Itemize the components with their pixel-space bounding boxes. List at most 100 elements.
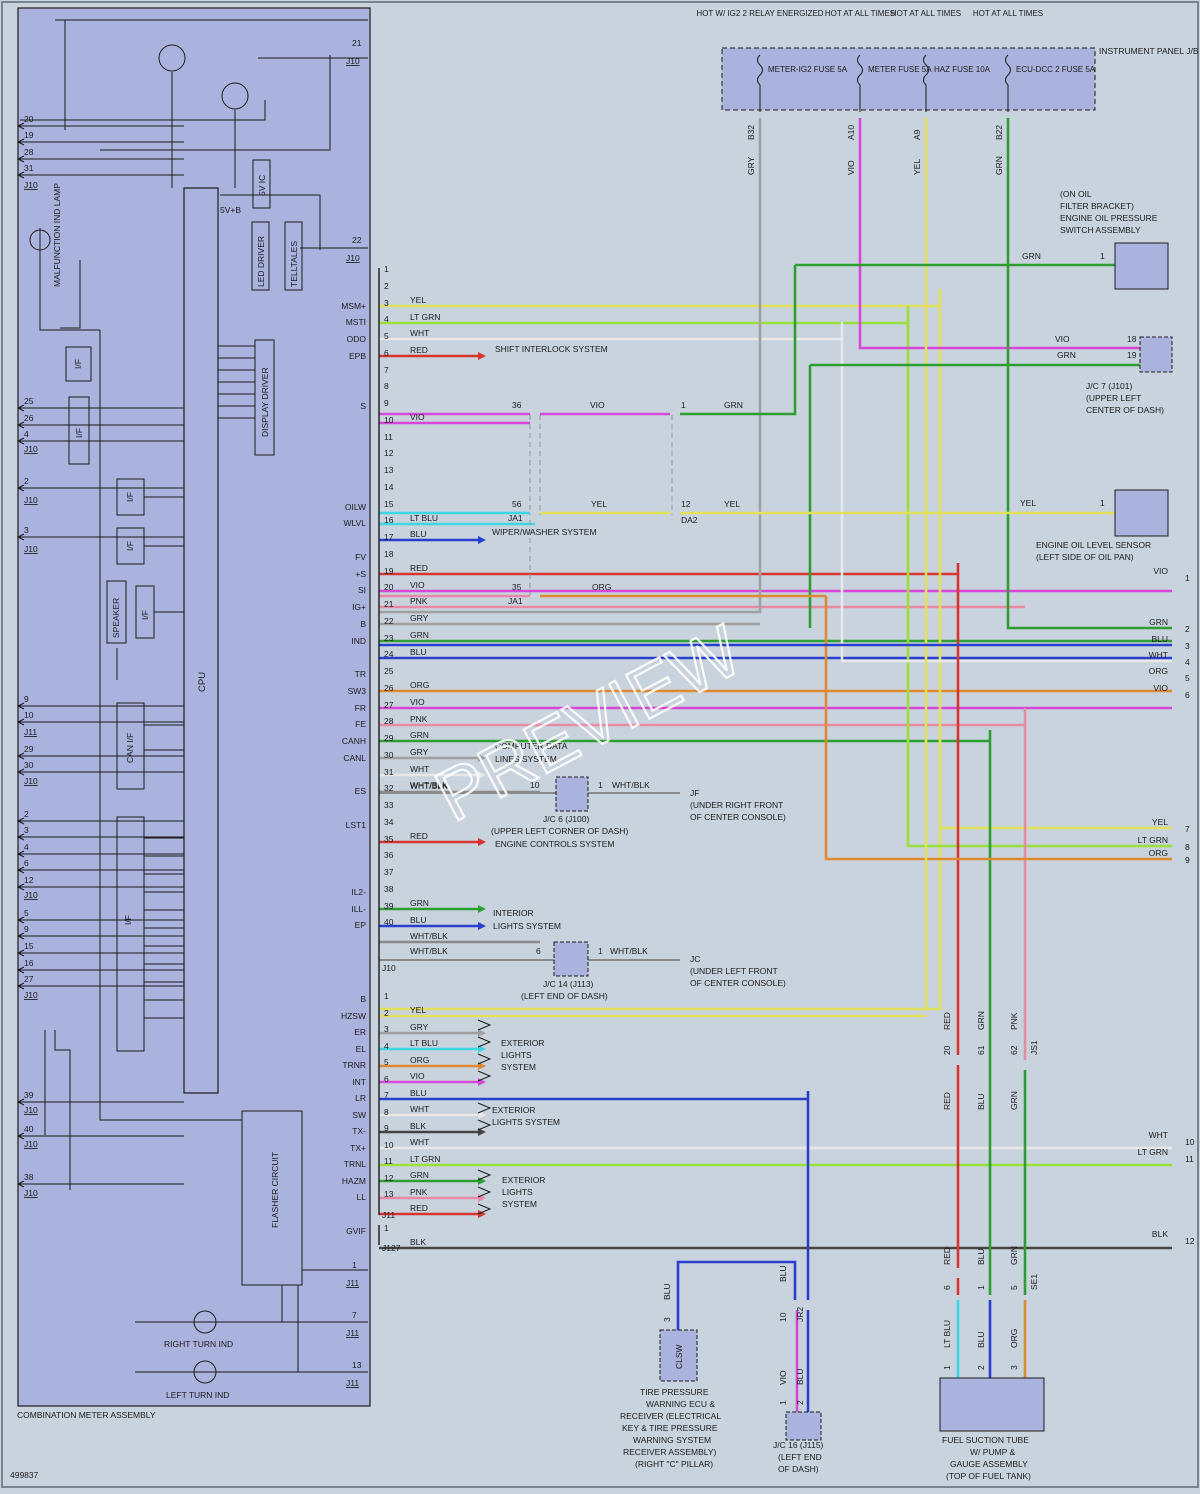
pin-number: 4 xyxy=(24,842,29,852)
telltales-label: TELLTALES xyxy=(289,241,299,287)
terminal-label: SW3 xyxy=(348,686,367,696)
wire-color-label: VIO xyxy=(410,697,425,707)
connector-label: J10 xyxy=(24,990,38,1000)
arrow-icon xyxy=(16,916,25,924)
led-driver-label: LED DRIVER xyxy=(256,236,266,287)
pin-number: 27 xyxy=(24,974,34,984)
exterior-lights-label: LIGHTS xyxy=(501,1050,532,1060)
arrow-icon xyxy=(16,833,25,841)
vertical-wire-label: 61 xyxy=(976,1045,986,1055)
terminal-row: 35 xyxy=(384,834,394,844)
fuse-header: HOT AT ALL TIMES xyxy=(973,9,1043,18)
computer-data-label: LINES SYSTEM xyxy=(495,754,557,764)
pin-number: 24 xyxy=(384,649,394,659)
splice-pin-label: 1 xyxy=(598,946,603,956)
exterior-lights-label: LIGHTS xyxy=(502,1187,533,1197)
five-v-b-label: 5V+B xyxy=(220,205,241,215)
vertical-wire-label: RED xyxy=(942,1012,952,1030)
arrow-icon xyxy=(478,905,486,913)
terminal-label: IL2- xyxy=(351,887,366,897)
pin-number: 9 xyxy=(24,694,29,704)
jc16-box xyxy=(785,1411,822,1441)
oil-level-label: (LEFT SIDE OF OIL PAN) xyxy=(1036,552,1134,562)
exit-number: 3 xyxy=(1185,641,1190,651)
pin-number: 19 xyxy=(24,130,34,140)
pin-number: 6 xyxy=(24,858,29,868)
jc16-label: (LEFT END xyxy=(778,1452,822,1462)
pin-number: 2 xyxy=(384,281,389,291)
if-label-4: I/F xyxy=(125,541,135,551)
fuse-icon xyxy=(1005,54,1011,112)
flasher-label: FLASHER CIRCUIT xyxy=(270,1152,280,1228)
left-pin-group: 20192831J1025264J102J103J10910J112930J10… xyxy=(16,114,184,1198)
fuse-wire-color: GRY xyxy=(746,156,756,175)
pin-number: 12 xyxy=(384,448,394,458)
vertical-wire-label: BLU xyxy=(976,1248,986,1265)
jc14-label: J/C 14 (J113) xyxy=(543,979,594,989)
terminal-label: SW xyxy=(352,1110,366,1120)
vertical-wire-label: VIO xyxy=(778,1370,788,1385)
arrow-icon xyxy=(16,883,25,891)
fuse-icon xyxy=(757,54,763,112)
exterior-lights-label: SYSTEM xyxy=(501,1062,536,1072)
wire-color-label: WHT xyxy=(1149,650,1168,660)
pin-number: 31 xyxy=(384,767,394,777)
wire-color-label: BLK xyxy=(410,1121,426,1131)
transistor-icon xyxy=(221,82,249,110)
splice-pin-label: 1 xyxy=(1100,251,1105,261)
fuse-header: HOT AT ALL TIMES xyxy=(891,9,961,18)
arrow-icon xyxy=(16,702,25,710)
vertical-wire-label: LT BLU xyxy=(942,1320,952,1348)
wire-group xyxy=(379,118,1172,1412)
pin-number: 20 xyxy=(24,114,34,124)
connector-label: J11 xyxy=(346,1328,359,1338)
fuse-icon xyxy=(923,54,929,112)
connector-label: J10 xyxy=(346,56,360,66)
wire-color-label: VIO xyxy=(410,1071,425,1081)
terminal-row: 8 xyxy=(384,381,389,391)
arrow-icon xyxy=(478,771,486,779)
internal-wiring xyxy=(20,19,368,1373)
oil-level-sensor xyxy=(1114,489,1169,537)
terminal-row: 24 xyxy=(384,649,394,659)
pin-number: 7 xyxy=(384,365,389,375)
connector-label: J11 xyxy=(346,1378,359,1388)
jc6-box xyxy=(555,776,589,812)
wire-color-label: WHT xyxy=(1149,1130,1168,1140)
connector-label: JA1 xyxy=(508,596,523,606)
wire-color-label: WHT xyxy=(410,764,429,774)
exit-number: 5 xyxy=(1185,673,1190,683)
panel-label: INSTRUMENT PANEL J/B ASSEMBLY xyxy=(1099,46,1200,56)
jc-label: (UNDER LEFT FRONT xyxy=(690,966,778,976)
arrow-icon xyxy=(478,352,486,360)
oil-level-label: ENGINE OIL LEVEL SENSOR xyxy=(1036,540,1151,550)
arrow-icon xyxy=(478,1128,486,1136)
wire-color-label: ORG xyxy=(592,582,611,592)
fuse-header: HOT W/ IG2 2 RELAY ENERGIZED xyxy=(696,9,823,18)
connector-label: J127 xyxy=(382,1243,401,1253)
pin-number: 11 xyxy=(384,432,393,442)
vertical-wire-label: RED xyxy=(942,1247,952,1265)
vertical-wire-label: 1 xyxy=(942,1365,952,1370)
pin-number: 30 xyxy=(24,760,34,770)
terminal-label: INT xyxy=(352,1077,366,1087)
vertical-wire-label: 2 xyxy=(976,1365,986,1370)
wiper-washer-label: WIPER/WASHER SYSTEM xyxy=(492,527,597,537)
wire-color-label: GRN xyxy=(410,630,429,640)
wire-color-label: VIO xyxy=(410,412,425,422)
wire-route xyxy=(906,306,1172,848)
jc6-label: J/C 6 (J100) xyxy=(543,814,589,824)
